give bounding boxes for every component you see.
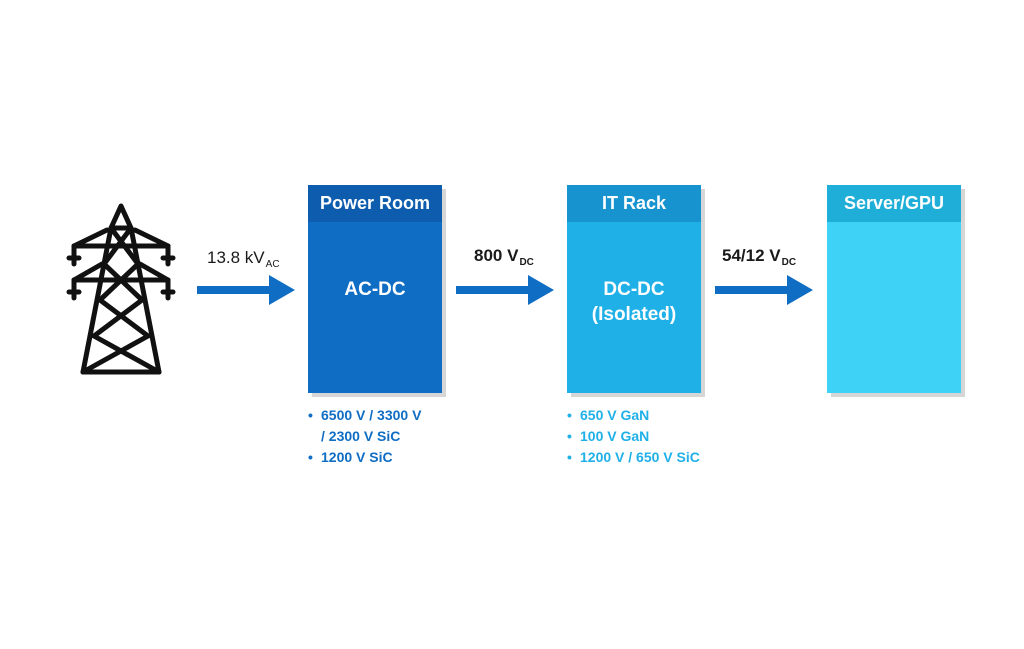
it-rack-function: DC-DC: [603, 279, 665, 300]
arrow-to-power-room: [197, 275, 295, 305]
bus-voltage-sub: DC: [519, 257, 534, 268]
list-item: •650 V GaN: [567, 407, 650, 423]
it-rack-body: DC-DC (Isolated): [567, 222, 701, 393]
server-gpu-block: Server/GPU: [827, 185, 961, 393]
list-item: •1200 V SiC: [308, 449, 393, 465]
it-rack-block: IT Rack DC-DC (Isolated): [567, 185, 701, 393]
list-item: •6500 V / 3300 V: [308, 407, 422, 423]
arrow-to-it-rack: [456, 275, 554, 305]
power-room-function: AC-DC: [344, 279, 406, 300]
grid-voltage-main: 13.8 kV: [207, 248, 265, 267]
bus-voltage-label: 800 VDC: [474, 246, 534, 268]
bus-voltage-main: 800 V: [474, 246, 519, 265]
power-room-body: AC-DC: [308, 222, 442, 393]
list-item: / 2300 V SiC: [321, 428, 401, 444]
transmission-tower-icon: [60, 200, 182, 380]
power-room-devices: •6500 V / 3300 V / 2300 V SiC •1200 V Si…: [308, 405, 421, 468]
server-voltage-label: 54/12 VDC: [722, 246, 796, 268]
server-gpu-body: [827, 222, 961, 393]
it-rack-devices: •650 V GaN •100 V GaN •1200 V / 650 V Si…: [567, 405, 700, 468]
list-item: •1200 V / 650 V SiC: [567, 449, 700, 465]
it-rack-function-note: (Isolated): [591, 304, 677, 325]
it-rack-header: IT Rack: [567, 185, 701, 222]
power-room-header: Power Room: [308, 185, 442, 222]
list-item: •100 V GaN: [567, 428, 650, 444]
server-gpu-header: Server/GPU: [827, 185, 961, 222]
arrow-to-server: [715, 275, 813, 305]
server-voltage-sub: DC: [781, 257, 797, 268]
power-room-block: Power Room AC-DC: [308, 185, 442, 393]
grid-voltage-label: 13.8 kVAC: [207, 248, 280, 270]
grid-voltage-sub: AC: [265, 259, 280, 270]
server-voltage-main: 54/12 V: [722, 246, 781, 265]
